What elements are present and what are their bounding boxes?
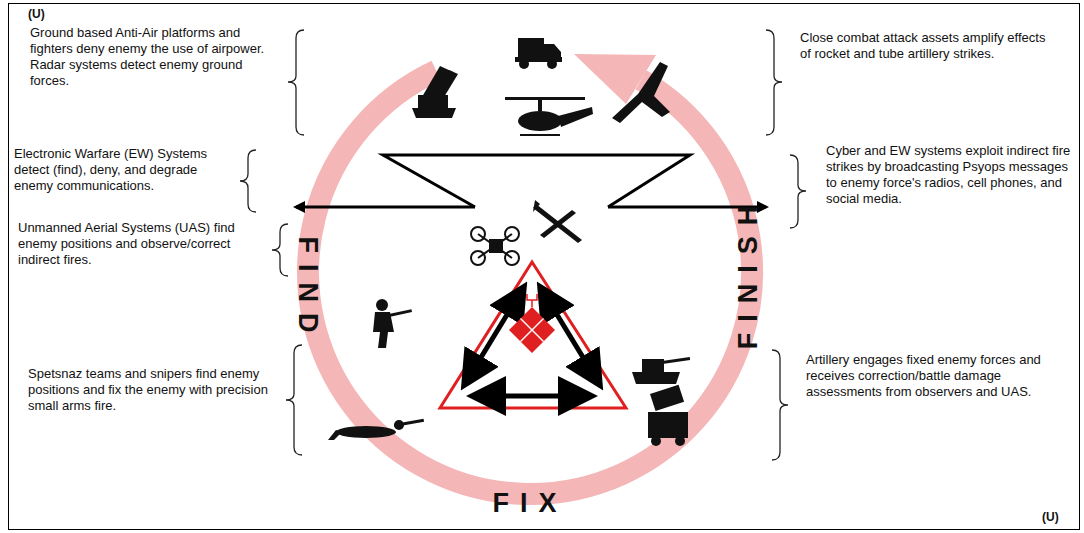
fire-triangle-part <box>466 290 522 382</box>
unit-silhouettes-part <box>518 111 562 131</box>
unit-silhouettes-part <box>533 200 540 212</box>
fire-triangle-part <box>542 290 598 382</box>
unit-silhouettes-part-part <box>505 227 519 241</box>
unit-silhouettes-part <box>648 412 688 438</box>
target-diamond <box>509 294 555 353</box>
unit-silhouettes-part <box>412 108 456 118</box>
asset-description: Cyber and EW systems exploit indirect fi… <box>826 143 1071 207</box>
fire-triangle-part <box>476 394 588 399</box>
unit-silhouettes-part <box>394 419 424 427</box>
unit-silhouettes-part-part <box>471 251 485 265</box>
asset-description: Close combat attack assets amplify effec… <box>800 30 1058 62</box>
unit-silhouettes <box>328 38 690 446</box>
frame-part <box>9 4 1080 530</box>
cycle-ring <box>308 54 752 494</box>
target-diamond-part <box>521 319 544 342</box>
unit-silhouettes-part <box>336 426 396 438</box>
asset-description: Artillery engages fixed enemy forces and… <box>806 352 1056 400</box>
asset-description: Electronic Warfare (EW) Systems detect (… <box>14 146 236 194</box>
unit-silhouettes-part <box>384 309 412 318</box>
unit-silhouettes-part <box>675 436 685 446</box>
bracket-part <box>240 150 256 212</box>
unit-silhouettes-part <box>431 70 458 102</box>
fire-triangle-part <box>440 262 626 408</box>
target-diamond-part <box>527 294 537 307</box>
frame <box>9 4 1080 530</box>
target-diamond-part <box>509 307 555 353</box>
unit-silhouettes-part <box>519 59 529 69</box>
unit-silhouettes-part <box>538 99 542 111</box>
bracket-part <box>286 345 302 455</box>
fire-triangle <box>440 262 626 408</box>
asset-description: Spetsnaz teams and snipers find enemy po… <box>28 366 278 414</box>
unit-silhouettes-part <box>518 38 544 58</box>
unit-silhouettes-part <box>520 134 560 136</box>
unit-silhouettes-part <box>471 227 519 265</box>
unit-silhouettes-part <box>650 385 684 411</box>
unit-silhouettes-part <box>540 210 576 238</box>
target-diamond-part <box>521 319 544 342</box>
asset-description: Ground based Anti-Air platforms and figh… <box>30 25 268 89</box>
unit-silhouettes-part-part <box>505 251 519 265</box>
unit-silhouettes-part <box>612 62 670 123</box>
unit-silhouettes-part <box>328 430 342 440</box>
signal-arrows-part <box>296 206 475 209</box>
signal-arrows-part <box>383 155 690 207</box>
classification-marking: (U) <box>1042 510 1059 524</box>
unit-silhouettes-part-part <box>471 227 485 241</box>
unit-silhouettes-part <box>662 357 690 364</box>
bracket-part <box>766 30 782 135</box>
bracket-part <box>272 224 288 276</box>
cycle-phase: FINISH <box>733 195 763 350</box>
unit-silhouettes-part <box>505 97 585 100</box>
unit-silhouettes-part <box>376 299 388 311</box>
unit-silhouettes-part <box>547 59 557 69</box>
bracket-part <box>288 30 304 135</box>
cycle-ring-part <box>308 71 752 494</box>
unit-silhouettes-part <box>651 436 661 446</box>
cycle-phase: FIX <box>492 488 567 518</box>
asset-description: Unmanned Aerial Systems (UAS) find enemy… <box>18 220 270 268</box>
unit-silhouettes-part <box>373 312 394 348</box>
unit-silhouettes-part <box>632 372 680 384</box>
bracket-part <box>772 350 788 460</box>
bracket <box>240 30 806 460</box>
cycle-phase: FIND <box>293 237 323 344</box>
classification-marking: (U) <box>28 7 45 21</box>
bracket-part <box>790 155 806 228</box>
unit-silhouettes-part <box>642 359 664 372</box>
unit-silhouettes-part <box>533 204 582 243</box>
signal-arrows <box>296 155 766 207</box>
unit-silhouettes-part <box>558 107 593 127</box>
